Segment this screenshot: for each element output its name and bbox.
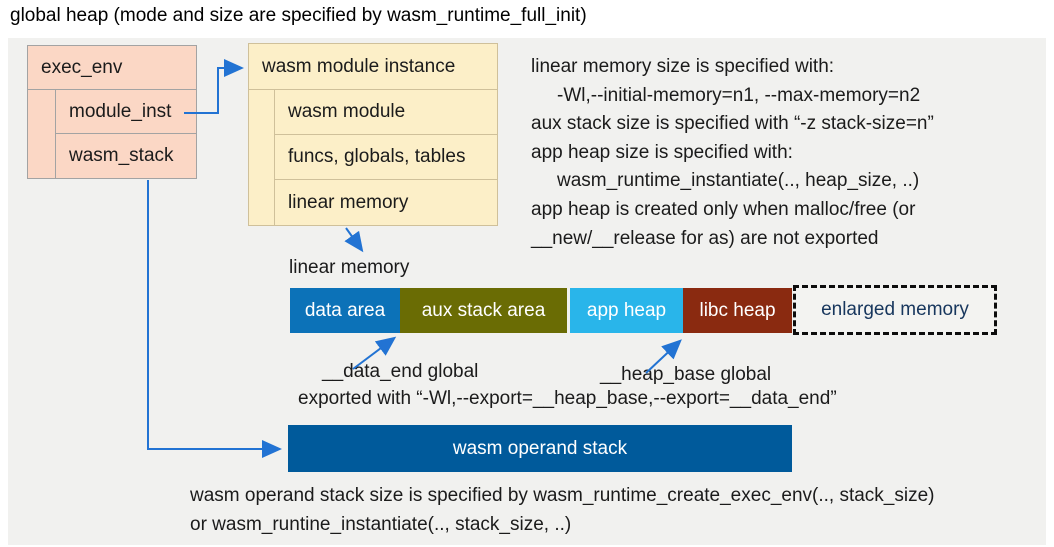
module-instance-row-linear-memory: linear memory <box>288 191 409 213</box>
page-title: global heap (mode and size are specified… <box>10 5 587 26</box>
note-line: or wasm_runtine_instantiate(.., stack_si… <box>190 514 572 535</box>
note-line: -Wl,--initial-memory=n1, --max-memory=n2 <box>557 84 921 106</box>
annotation-exported-line: exported with “-Wl,--export=__heap_base,… <box>298 388 837 409</box>
segment-aux-stack-area: aux stack area <box>400 288 567 333</box>
note-line: app heap size is specified with: <box>531 141 793 163</box>
notes-right: linear memory size is specified with: -W… <box>531 53 934 253</box>
segment-enlarged-memory: enlarged memory <box>793 285 997 335</box>
module-instance-row-wasm-module: wasm module <box>275 90 497 135</box>
exec-env-row-module-inst: module_inst <box>56 90 196 134</box>
note-line: wasm_runtime_instantiate(.., heap_size, … <box>557 170 920 192</box>
segment-data-area: data area <box>290 288 400 333</box>
module-instance-header: wasm module instance <box>249 44 497 90</box>
segment-libc-heap: libc heap <box>683 288 792 333</box>
exec-env-indent-strip <box>28 90 56 178</box>
segment-app-heap: app heap <box>570 288 683 333</box>
annotation-heap-base-global: __heap_base global <box>600 364 772 385</box>
module-instance-indent-strip <box>249 90 275 225</box>
note-line: aux stack size is specified with “-z sta… <box>531 113 934 135</box>
operand-stack-bar: wasm operand stack <box>288 425 792 472</box>
module-instance-row-funcs-globals-tables: funcs, globals, tables <box>275 135 497 180</box>
exec-env-header: exec_env <box>28 46 196 90</box>
note-line: __new/__release for as) are not exported <box>531 227 879 249</box>
exec-env-row-wasm-stack: wasm_stack <box>69 145 174 166</box>
linear-memory-label: linear memory <box>289 257 410 278</box>
note-line: linear memory size is specified with: <box>531 56 835 77</box>
note-line: app heap is created only when malloc/fre… <box>531 198 916 220</box>
exec-env-box: exec_env module_inst wasm_stack <box>27 45 197 179</box>
note-line: wasm operand stack size is specified by … <box>190 485 935 506</box>
annotation-data-end-global: __data_end global <box>322 361 479 382</box>
operand-stack-note: wasm operand stack size is specified by … <box>190 481 935 539</box>
module-instance-box: wasm module instance wasm module funcs, … <box>248 43 498 226</box>
